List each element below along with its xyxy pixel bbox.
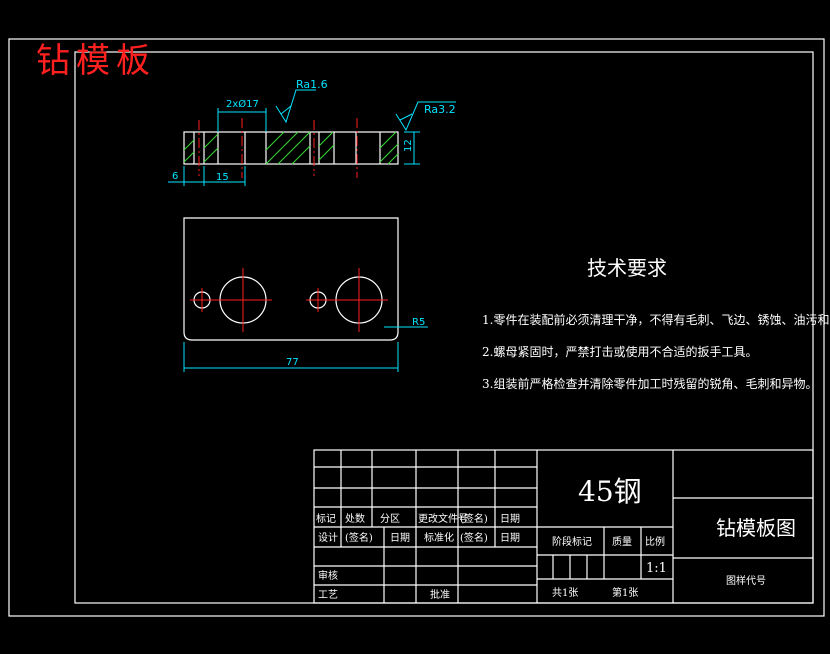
tb-sign-1: (签名) [460,512,488,525]
tb-date-3: 日期 [500,532,520,544]
dim-left-6: 6 [172,171,178,182]
tb-design: 设计 [318,531,338,544]
tb-standardize: 标准化 [424,531,454,544]
drawing-no-label: 图样代号 [726,574,766,587]
center-marks [190,268,388,332]
front-dimensions: 77 R5 [183,317,428,372]
dim-length-label: 77 [286,357,299,368]
material-label: 45钢 [578,475,642,508]
dim-radius-label: R5 [412,317,425,328]
roughness-top: Ra1.6 [296,78,328,91]
tech-req-2: 2.螺母紧固时，严禁打击或使用不合适的扳手工具。 [482,344,757,359]
tb-count: 处数 [345,512,365,525]
tech-req-3: 3.组装前严格检查并清除零件加工时残留的锐角、毛刺和异物。 [482,376,817,391]
tb-review: 审核 [318,569,338,582]
tb-sign-2: (签名) [345,531,373,544]
tb-scale: 1:1 [646,561,667,576]
tb-process: 工艺 [318,589,338,601]
tb-change-doc: 更改文件号 [418,512,468,525]
tb-stage-mark: 阶段标记 [552,535,592,548]
section-dimensions: 2xØ17 12 6 15 Ra1.6 Ra3.2 [168,78,456,186]
drawing-title: 钻模板 [36,41,156,81]
tb-sheet-no: 第1张 [612,586,638,599]
front-view [183,217,399,341]
tb-scale-label: 比例 [645,535,665,548]
tb-sign-3: (签名) [460,531,488,544]
title-block [313,449,814,604]
section-hatch [183,131,399,165]
dim-holes-label: 2xØ17 [226,98,259,110]
dim-left-15: 15 [216,172,229,183]
tb-weight: 质量 [612,536,632,548]
tech-heading: 技术要求 [587,256,667,280]
section-view [183,118,399,178]
tb-total-sheets: 共1张 [552,587,578,599]
outer-frame [8,38,825,617]
tb-approve: 批准 [430,588,450,601]
tech-req-1: 1.零件在装配前必须清理干净，不得有毛刺、飞边、锈蚀、油污和灰尘等。 [482,312,830,327]
tb-date-1: 日期 [500,513,520,525]
tb-mark: 标记 [316,513,336,525]
tb-date-2: 日期 [390,532,410,544]
dim-thickness-label: 12 [403,139,414,152]
roughness-right: Ra3.2 [424,103,456,116]
part-name-label: 钻模板图 [716,516,796,540]
tb-zone: 分区 [380,513,400,525]
